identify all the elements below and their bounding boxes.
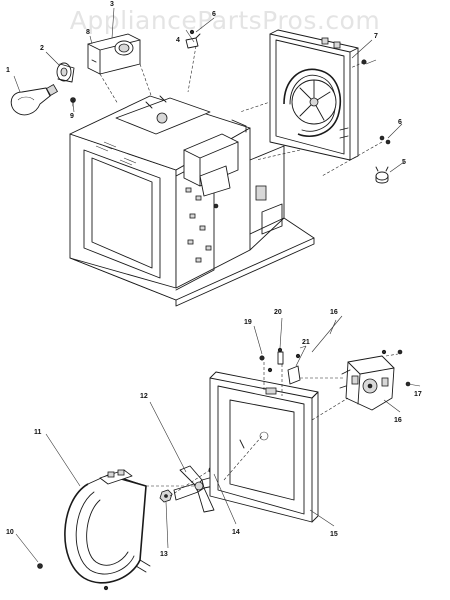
callout-11: 11: [34, 429, 42, 436]
screw-bottom[interactable]: [103, 585, 109, 591]
callout-20: 20: [274, 309, 282, 316]
screw-part-19[interactable]: [259, 355, 273, 373]
callout-6-right: 6: [398, 119, 402, 126]
callouts-lower: 10 11 12 13 14 15 16 16 17 19 20 21: [6, 309, 422, 558]
screw-part-10[interactable]: [37, 563, 43, 569]
callout-7: 7: [374, 33, 378, 40]
callout-1: 1: [6, 67, 10, 74]
callouts-upper: 1 2 3 4 5 6 6 7 8 9: [6, 1, 406, 166]
callout-4: 4: [176, 37, 180, 44]
heating-element-part-11[interactable]: [64, 469, 151, 584]
nut-part-13[interactable]: [159, 489, 173, 503]
callout-3: 3: [110, 1, 114, 8]
callout-17: 17: [414, 391, 422, 398]
callout-21: 21: [302, 339, 310, 346]
callout-16-top: 16: [330, 309, 338, 316]
callout-5: 5: [402, 159, 406, 166]
thermostat-part-5[interactable]: [375, 166, 389, 184]
convection-panel-part-7[interactable]: [269, 29, 359, 161]
callout-12: 12: [140, 393, 148, 400]
screw-part-9[interactable]: [70, 97, 76, 107]
callout-6-top: 6: [212, 11, 216, 18]
sensor-part-20[interactable]: [277, 347, 284, 365]
motor-assembly-part-16[interactable]: [339, 355, 395, 411]
callout-15: 15: [330, 531, 338, 538]
oven-cavity-chassis[interactable]: [69, 95, 315, 307]
screw-part-17[interactable]: [381, 349, 411, 387]
leader-lines-lower: [15, 317, 421, 563]
callout-13: 13: [160, 551, 168, 558]
callout-14: 14: [232, 529, 240, 536]
bracket-part-4[interactable]: [185, 29, 201, 49]
screw-part-7[interactable]: [361, 59, 367, 65]
alignment-lines-lower: [146, 353, 399, 497]
callout-9: 9: [70, 113, 74, 120]
light-bulb-part-1[interactable]: [10, 83, 59, 116]
leader-lines-upper: [13, 7, 405, 173]
callout-19: 19: [244, 319, 252, 326]
callout-16-right: 16: [394, 417, 402, 424]
callout-10: 10: [6, 529, 14, 536]
callout-8: 8: [86, 29, 90, 36]
lamp-socket-part-2[interactable]: [56, 62, 75, 83]
convection-panel-part-15[interactable]: [209, 371, 319, 523]
lamp-housing-part-3[interactable]: [87, 33, 141, 75]
callout-2: 2: [40, 45, 44, 52]
clip-part-21[interactable]: [287, 353, 301, 385]
screw-part-6-upper[interactable]: [379, 135, 391, 145]
